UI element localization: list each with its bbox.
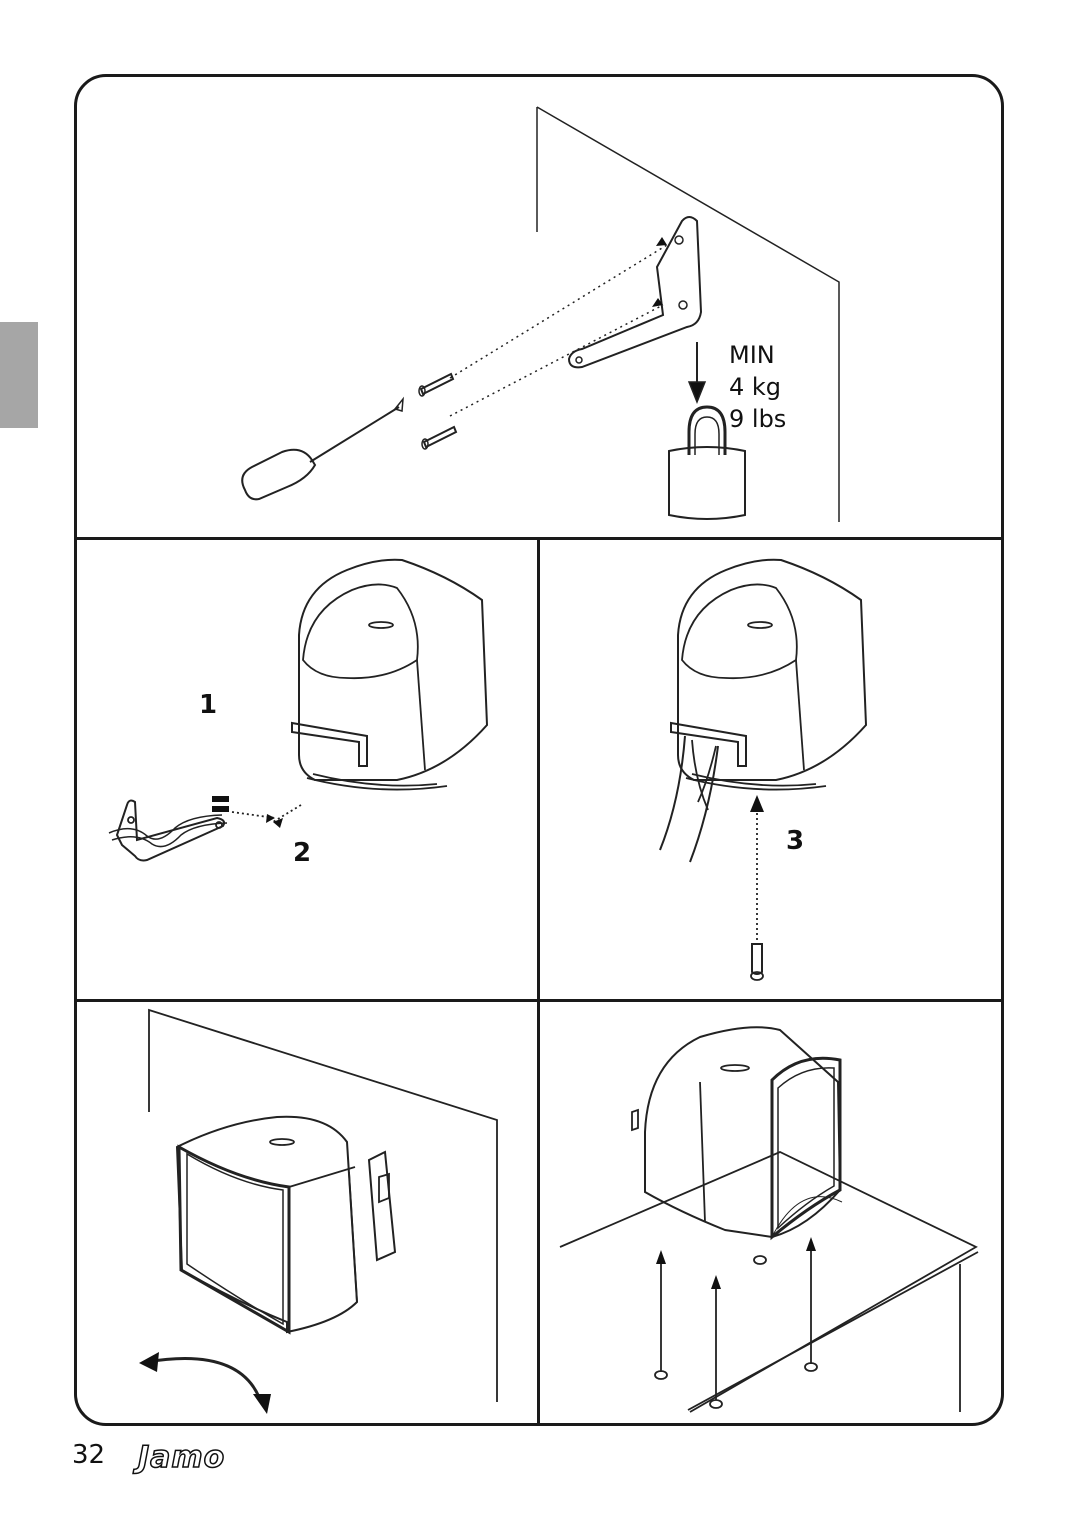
page-number: 32	[72, 1440, 106, 1470]
weight-label-min: MIN	[729, 341, 775, 369]
wall-bracket-illustration	[241, 106, 840, 522]
jamo-logo-text: Jamo	[137, 1439, 226, 1476]
panel-shelf-placement	[540, 1002, 1001, 1423]
weight-label-lbs: 9 lbs	[729, 405, 787, 433]
divider-vertical	[537, 537, 540, 1423]
divider-horizontal-2	[77, 999, 1001, 1002]
speaker-tilt-illustration	[139, 1008, 498, 1414]
jamo-logo: Jamo	[137, 1439, 226, 1476]
instruction-frame: MIN 4 kg 9 lbs	[74, 74, 1004, 1426]
step-2-label: 2	[293, 838, 312, 868]
speaker-feet-illustration	[559, 1026, 979, 1413]
speaker-cable-illustration	[108, 558, 489, 862]
speaker-screw-illustration	[659, 558, 868, 981]
section-tab	[0, 322, 38, 428]
panel-wall-bracket: MIN 4 kg 9 lbs	[77, 77, 1001, 537]
weight-label-kg: 4 kg	[729, 373, 782, 401]
panel-fasten-screw: 3	[540, 540, 1001, 999]
step-1-label: 1	[199, 690, 218, 720]
step-3-label: 3	[786, 826, 805, 856]
panel-connect-cable: 1 2	[77, 540, 537, 999]
panel-tilt-speaker	[77, 1002, 537, 1423]
